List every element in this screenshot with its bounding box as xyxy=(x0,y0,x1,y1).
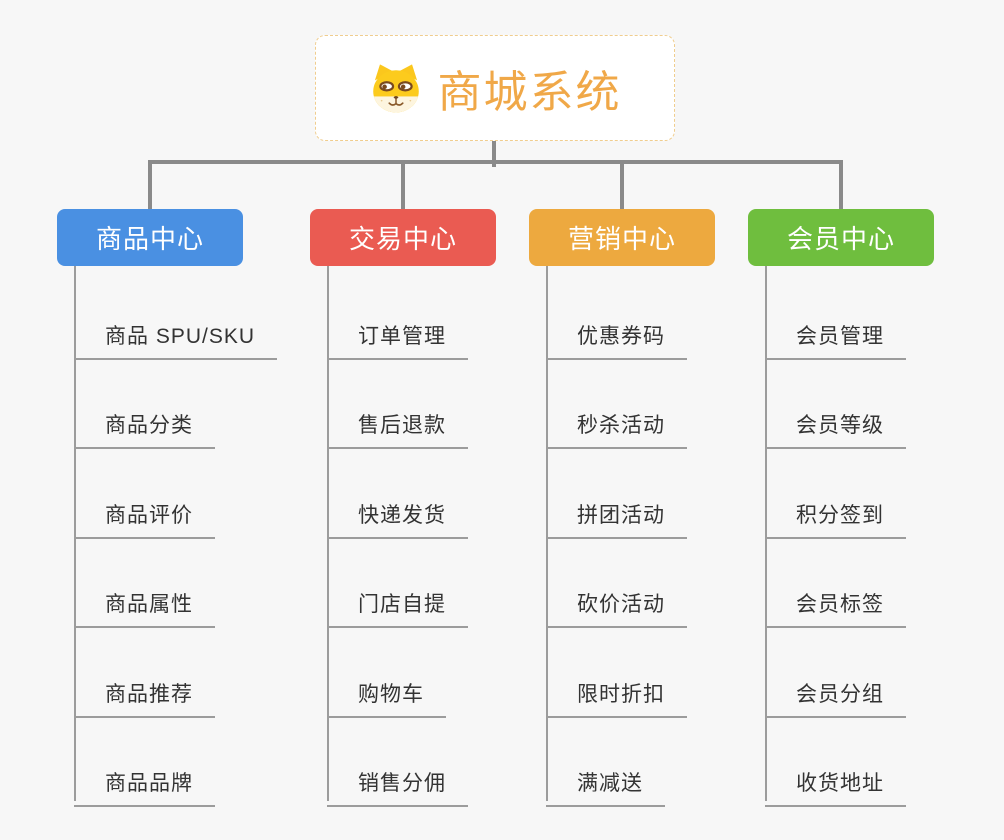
child-node[interactable]: 满减送 xyxy=(546,767,665,807)
child-node[interactable]: 积分签到 xyxy=(765,499,906,539)
branch: 营销中心 优惠券码 秒杀活动 拼团活动 砍价活动 限时折扣 满减送 xyxy=(529,209,759,829)
child-node[interactable]: 限时折扣 xyxy=(546,678,687,718)
connector-root-drop xyxy=(492,141,496,167)
child-node[interactable]: 商品推荐 xyxy=(74,678,215,718)
branch-trunk-line xyxy=(546,266,548,801)
branch: 商品中心 商品 SPU/SKU 商品分类 商品评价 商品属性 商品推荐 商品品牌 xyxy=(57,209,287,829)
root-node[interactable]: 商城系统 xyxy=(315,35,675,141)
child-node[interactable]: 商品 SPU/SKU xyxy=(74,320,278,360)
branch-node[interactable]: 营销中心 xyxy=(529,209,715,266)
branch: 交易中心 订单管理 售后退款 快递发货 门店自提 购物车 销售分佣 xyxy=(310,209,540,829)
branch-node[interactable]: 商品中心 xyxy=(57,209,243,266)
branch-node[interactable]: 交易中心 xyxy=(310,209,496,266)
child-node[interactable]: 会员分组 xyxy=(765,678,906,718)
child-node[interactable]: 商品评价 xyxy=(74,499,215,539)
child-node[interactable]: 门店自提 xyxy=(327,588,468,629)
child-node[interactable]: 快递发货 xyxy=(327,499,468,539)
child-node[interactable]: 秒杀活动 xyxy=(546,409,687,450)
connector-branch-drop xyxy=(839,160,843,210)
child-node[interactable]: 商品属性 xyxy=(74,588,215,629)
child-node[interactable]: 砍价活动 xyxy=(546,588,687,629)
child-node[interactable]: 购物车 xyxy=(327,678,446,718)
child-node[interactable]: 收货地址 xyxy=(765,767,906,807)
child-node[interactable]: 优惠券码 xyxy=(546,320,687,360)
child-node[interactable]: 商品分类 xyxy=(74,409,215,450)
connector-branch-drop xyxy=(401,160,405,210)
child-node[interactable]: 销售分佣 xyxy=(327,767,468,807)
child-node[interactable]: 订单管理 xyxy=(327,320,468,360)
branch-label: 营销中心 xyxy=(567,224,676,254)
connector-branch-drop xyxy=(148,160,152,210)
shiba-dog-icon xyxy=(372,64,419,113)
child-node[interactable]: 会员等级 xyxy=(765,409,906,450)
child-node[interactable]: 售后退款 xyxy=(327,409,468,450)
branch-trunk-line xyxy=(765,266,767,801)
branch-trunk-line xyxy=(327,266,329,801)
branch-node[interactable]: 会员中心 xyxy=(748,209,934,266)
branch-label: 交易中心 xyxy=(348,224,457,254)
root-title: 商城系统 xyxy=(437,68,622,117)
branch-trunk-line xyxy=(74,266,76,801)
connector-bus xyxy=(148,160,843,164)
branch: 会员中心 会员管理 会员等级 积分签到 会员标签 会员分组 收货地址 xyxy=(748,209,978,829)
branch-label: 会员中心 xyxy=(786,224,895,254)
branch-label: 商品中心 xyxy=(95,224,204,254)
child-node[interactable]: 会员标签 xyxy=(765,588,906,629)
child-node[interactable]: 拼团活动 xyxy=(546,499,687,539)
connector-branch-drop xyxy=(620,160,624,210)
child-node[interactable]: 会员管理 xyxy=(765,320,906,360)
child-node[interactable]: 商品品牌 xyxy=(74,767,215,807)
